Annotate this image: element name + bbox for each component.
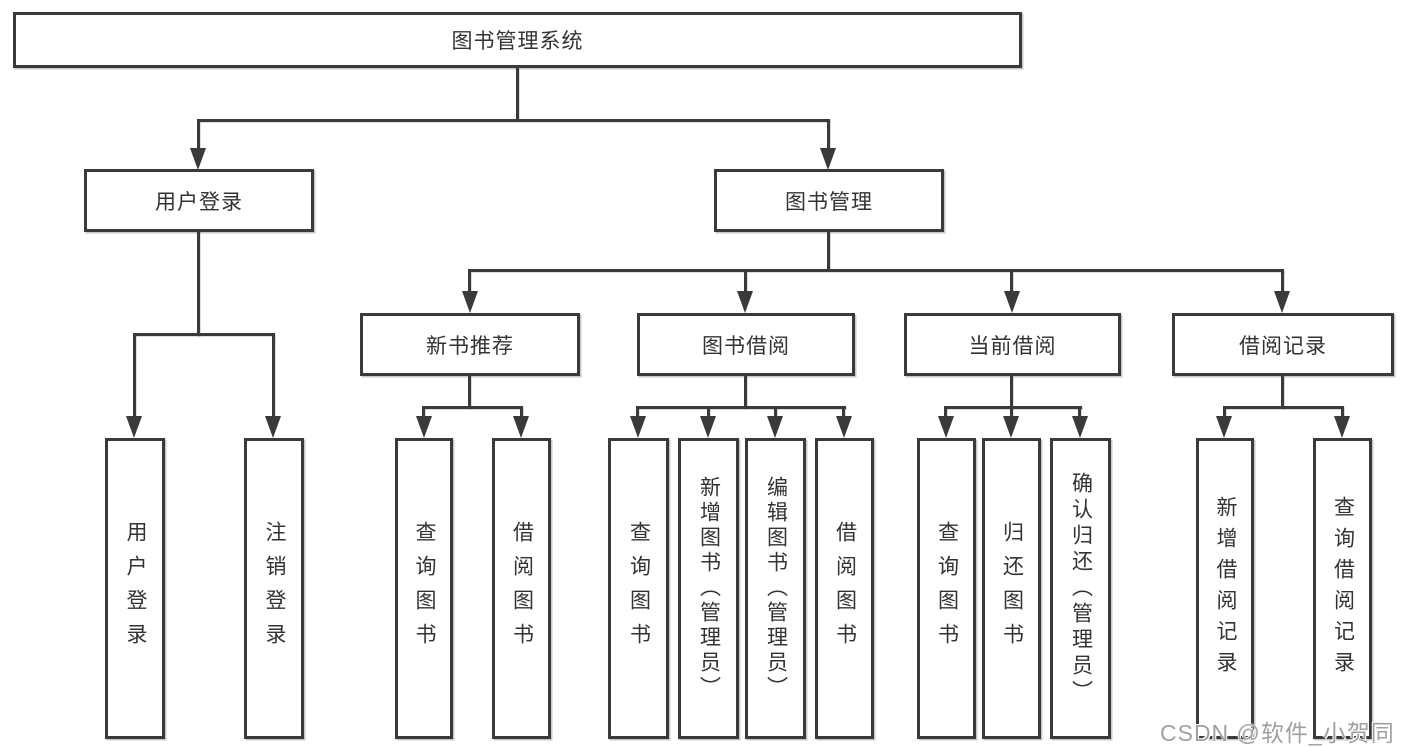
connector-group-stem bbox=[1010, 375, 1013, 409]
arrow-down-icon bbox=[737, 291, 753, 313]
connector-stem bbox=[827, 121, 830, 150]
connector-root-stem bbox=[516, 68, 519, 120]
arrow-down-icon bbox=[1003, 416, 1019, 438]
arrow-down-icon bbox=[126, 416, 142, 438]
arrow-down-icon bbox=[416, 416, 432, 438]
arrow-down-icon bbox=[1334, 416, 1350, 438]
connector-stem bbox=[1223, 408, 1226, 418]
node-new-book-recommend: 新书推荐 bbox=[360, 313, 580, 376]
connector-group-rail bbox=[422, 406, 523, 409]
arrow-down-icon bbox=[462, 291, 478, 313]
connector-level3-rail bbox=[468, 269, 1284, 272]
connector-stem bbox=[1078, 408, 1081, 418]
leaf-label: 归还图书 bbox=[1000, 520, 1024, 657]
leaf-add-borrow-record: 新增借阅记录 bbox=[1196, 438, 1254, 739]
leaf-query-books-current: 查询图书 bbox=[917, 438, 976, 739]
node-borrowing-records: 借阅记录 bbox=[1172, 313, 1394, 376]
arrow-down-icon bbox=[1004, 291, 1020, 313]
connector-stem bbox=[944, 408, 947, 418]
leaf-label: 查询借阅记录 bbox=[1331, 495, 1355, 682]
connector-group-stem bbox=[468, 375, 471, 409]
arrow-down-icon bbox=[700, 416, 716, 438]
connector-group-rail bbox=[944, 406, 1082, 409]
connector-stem bbox=[744, 271, 747, 291]
arrow-down-icon bbox=[630, 416, 646, 438]
node-book-borrowing: 图书借阅 bbox=[637, 313, 855, 376]
arrow-down-icon bbox=[190, 148, 206, 170]
connector-stem bbox=[1341, 408, 1344, 418]
node-root: 图书管理系统 bbox=[13, 12, 1022, 68]
connector-stem bbox=[1010, 408, 1013, 418]
connector-stem bbox=[520, 408, 523, 418]
connector-stem bbox=[468, 271, 471, 291]
connector-stem bbox=[1281, 271, 1284, 291]
node-book-management: 图书管理 bbox=[714, 169, 944, 232]
connector-stem bbox=[842, 408, 845, 418]
leaf-label: 查询图书 bbox=[413, 520, 436, 657]
connector-stem bbox=[774, 408, 777, 418]
leaf-query-books-recommend: 查询图书 bbox=[395, 438, 453, 739]
leaf-return-books: 归还图书 bbox=[982, 438, 1041, 739]
leaf-label: 查询图书 bbox=[935, 520, 959, 657]
arrow-down-icon bbox=[1216, 416, 1232, 438]
connector-stem bbox=[1010, 271, 1013, 291]
leaf-label: 新增借阅记录 bbox=[1214, 495, 1237, 682]
connector-user-login-stem bbox=[197, 231, 200, 336]
leaf-label: 查询图书 bbox=[627, 520, 651, 657]
arrow-down-icon bbox=[767, 416, 783, 438]
connector-group-stem bbox=[1281, 375, 1284, 409]
node-current-borrowing: 当前借阅 bbox=[904, 313, 1121, 376]
arrow-down-icon bbox=[265, 416, 281, 438]
connector-stem bbox=[707, 408, 710, 418]
node-user-login: 用户登录 bbox=[84, 169, 314, 232]
connector-stem bbox=[197, 121, 200, 150]
arrow-down-icon bbox=[836, 416, 852, 438]
leaf-label: 新增图书（管理员） bbox=[697, 476, 721, 701]
connector-stem bbox=[636, 408, 639, 418]
leaf-label: 用户登录 bbox=[124, 520, 147, 657]
leaf-borrow-books: 借阅图书 bbox=[815, 438, 874, 739]
leaf-label: 编辑图书（管理员） bbox=[764, 476, 788, 701]
connector-book-mgmt-stem bbox=[827, 231, 830, 271]
connector-stem bbox=[422, 408, 425, 418]
arrow-down-icon bbox=[513, 416, 529, 438]
arrow-down-icon bbox=[820, 148, 836, 170]
arrow-down-icon bbox=[1072, 416, 1088, 438]
connector-group-stem bbox=[744, 375, 747, 409]
connector-group-rail bbox=[636, 406, 846, 409]
connector-stem bbox=[133, 335, 136, 418]
leaf-label: 借阅图书 bbox=[833, 520, 857, 657]
leaf-borrow-books-recommend: 借阅图书 bbox=[492, 438, 551, 739]
leaf-label: 确认归还（管理员） bbox=[1069, 471, 1093, 706]
leaf-add-book-admin: 新增图书（管理员） bbox=[678, 438, 739, 739]
leaf-query-books-borrowing: 查询图书 bbox=[608, 438, 669, 739]
arrow-down-icon bbox=[938, 416, 954, 438]
leaf-confirm-return-admin: 确认归还（管理员） bbox=[1050, 438, 1111, 739]
leaf-user-login: 用户登录 bbox=[105, 438, 165, 739]
connector-stem bbox=[272, 335, 275, 418]
leaf-label: 借阅图书 bbox=[510, 520, 534, 657]
arrow-down-icon bbox=[1274, 291, 1290, 313]
leaf-label: 注销登录 bbox=[263, 520, 286, 657]
connector-group-rail bbox=[1223, 406, 1344, 409]
leaf-query-borrow-record: 查询借阅记录 bbox=[1313, 438, 1372, 739]
csdn-watermark: CSDN @软件_小贺同学 bbox=[1160, 720, 1395, 746]
connector-user-login-rail bbox=[133, 333, 275, 336]
leaf-edit-book-admin: 编辑图书（管理员） bbox=[745, 438, 806, 739]
leaf-logout: 注销登录 bbox=[244, 438, 304, 739]
connector-level2-rail bbox=[197, 119, 830, 122]
